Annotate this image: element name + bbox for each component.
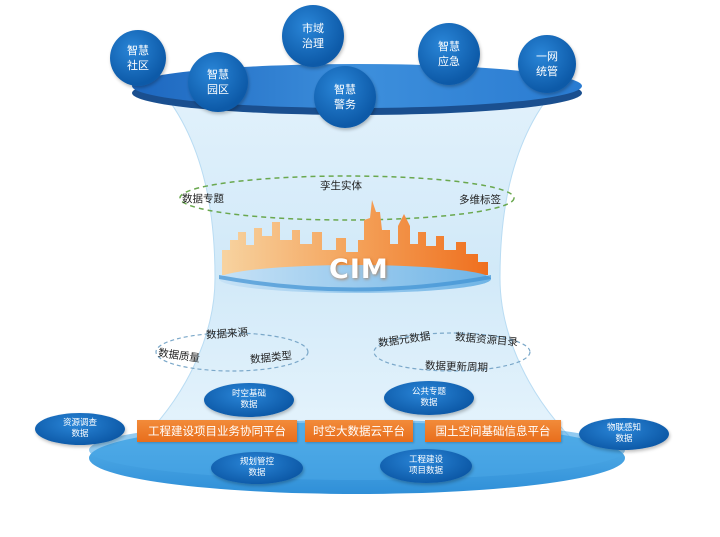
pill-iot-sensing-data[interactable]: 物联感知 数据 xyxy=(579,418,669,450)
lower-left-dashed-ring xyxy=(155,332,309,372)
middle-dashed-ring xyxy=(179,175,515,221)
lower-right-dashed-ring xyxy=(373,332,531,372)
node-unified-management[interactable]: 一网 统管 xyxy=(518,35,576,93)
pill-engineering-project-data[interactable]: 工程建设 项目数据 xyxy=(380,449,472,483)
node-smart-policing[interactable]: 智慧 警务 xyxy=(314,66,376,128)
platform-spatiotemporal-cloud[interactable]: 时空大数据云平台 xyxy=(305,420,413,442)
node-municipal-governance[interactable]: 市域 治理 xyxy=(282,5,344,67)
pill-planning-control-data[interactable]: 规划管控 数据 xyxy=(211,452,303,484)
ring-label-multi-tags: 多维标签 xyxy=(459,194,501,206)
ring-label-data-topics: 数据专题 xyxy=(182,193,224,205)
ring-label-twin-entity: 孪生实体 xyxy=(320,180,362,192)
cim-disk-front xyxy=(219,275,491,292)
city-skyline-icon xyxy=(222,200,488,275)
platform-land-space-info[interactable]: 国土空间基础信息平台 xyxy=(425,420,561,442)
pill-public-topic-data[interactable]: 公共专题 数据 xyxy=(384,381,474,415)
cim-label: CIM xyxy=(329,254,389,285)
node-smart-community[interactable]: 智慧 社区 xyxy=(110,30,166,86)
pill-spatiotemporal-base-data[interactable]: 时空基础 数据 xyxy=(204,383,294,417)
pill-resource-survey-data[interactable]: 资源调查 数据 xyxy=(35,413,125,445)
ring-label-update-cycle: 数据更新周期 xyxy=(424,359,489,375)
node-smart-park[interactable]: 智慧 园区 xyxy=(188,52,248,112)
node-smart-emergency[interactable]: 智慧 应急 xyxy=(418,23,480,85)
ring-label-data-source: 数据来源 xyxy=(205,326,249,342)
platform-engineering-collab[interactable]: 工程建设项目业务协同平台 xyxy=(137,420,297,442)
